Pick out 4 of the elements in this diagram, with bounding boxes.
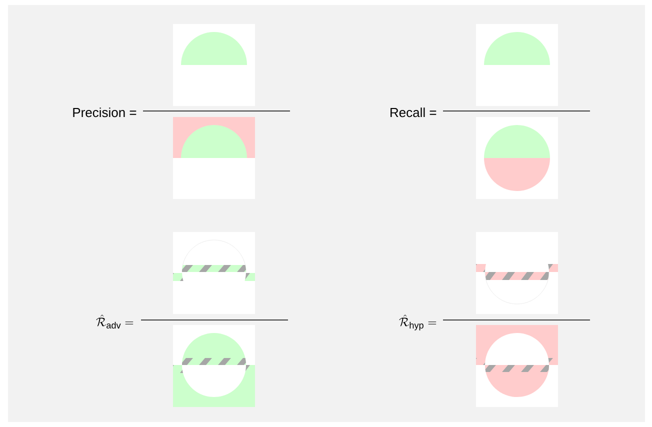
formula-label: $\hat{\mathcal{R}}_{\text{hyp}} =$ (399, 314, 436, 330)
metric-label: Recall = (390, 108, 436, 118)
formula-label: $\hat{\mathcal{R}}_{\text{adv}} =$ (96, 314, 134, 329)
metric-label: Precision = (73, 108, 136, 118)
